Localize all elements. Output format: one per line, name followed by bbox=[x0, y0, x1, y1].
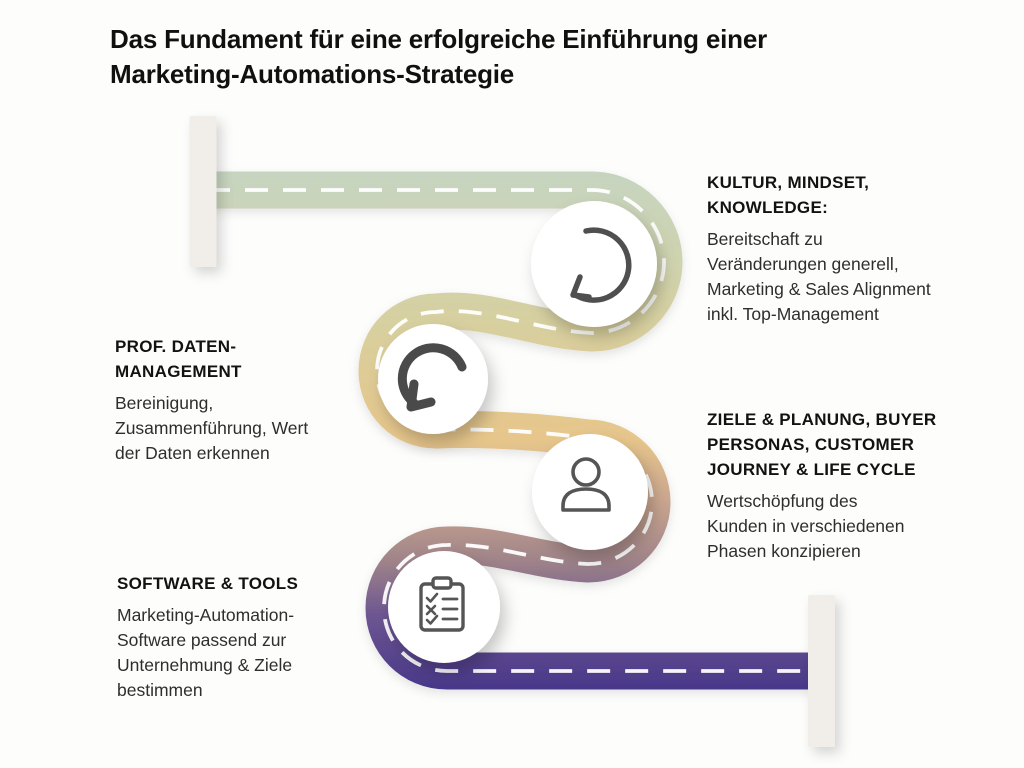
body-line: Zusammenführung, Wert bbox=[115, 418, 309, 438]
body-line: Kunden in verschiedenen bbox=[707, 516, 905, 536]
milestone-label-datenmanagement: PROF. DATEN- MANAGEMENT Bereinigung, Zus… bbox=[115, 334, 365, 466]
body-line: der Daten erkennen bbox=[115, 443, 270, 463]
heading-line: JOURNEY & LIFE CYCLE bbox=[707, 460, 916, 479]
page-title: Das Fundament für eine erfolgreiche Einf… bbox=[110, 22, 767, 92]
heading-line: PERSONAS, CUSTOMER bbox=[707, 435, 915, 454]
milestone-node-1 bbox=[531, 201, 657, 327]
milestone-heading: ZIELE & PLANUNG, BUYER PERSONAS, CUSTOME… bbox=[707, 407, 1007, 482]
body-line: Unternehmung & Ziele bbox=[117, 655, 293, 675]
body-line: Marketing-Automation- bbox=[117, 605, 295, 625]
heading-line: SOFTWARE & TOOLS bbox=[117, 574, 299, 593]
heading-line: ZIELE & PLANUNG, BUYER bbox=[707, 410, 937, 429]
milestone-node-4 bbox=[388, 551, 500, 663]
milestone-label-kultur: KULTUR, MINDSET, KNOWLEDGE: Bereitschaft… bbox=[707, 170, 1007, 327]
milestone-heading: PROF. DATEN- MANAGEMENT bbox=[115, 334, 365, 384]
checklist-icon bbox=[419, 576, 465, 632]
road-center-line bbox=[207, 188, 812, 673]
milestone-description: Wertschöpfung des Kunden in verschiedene… bbox=[707, 489, 1007, 564]
milestone-node-2 bbox=[378, 324, 488, 434]
body-line: Marketing & Sales Alignment bbox=[707, 279, 931, 299]
heading-line: PROF. DATEN- bbox=[115, 337, 237, 356]
u-turn-arrow-icon bbox=[570, 227, 632, 303]
body-line: Veränderungen generell, bbox=[707, 254, 899, 274]
page-title-line-2: Marketing-Automations-Strategie bbox=[110, 59, 515, 89]
heading-line: KNOWLEDGE: bbox=[707, 198, 829, 217]
end-marker bbox=[808, 595, 835, 747]
body-line: Bereitschaft zu bbox=[707, 229, 823, 249]
milestone-description: Bereitschaft zu Veränderungen generell, … bbox=[707, 227, 1007, 327]
start-marker bbox=[189, 116, 217, 267]
heading-line: KULTUR, MINDSET, bbox=[707, 173, 870, 192]
body-line: bestimmen bbox=[117, 680, 203, 700]
swoosh-arrow-icon bbox=[397, 343, 467, 412]
milestone-heading: SOFTWARE & TOOLS bbox=[117, 571, 387, 596]
heading-line: MANAGEMENT bbox=[115, 362, 242, 381]
body-line: Wertschöpfung des bbox=[707, 491, 858, 511]
milestone-node-3 bbox=[532, 434, 648, 550]
body-line: Bereinigung, bbox=[115, 393, 214, 413]
person-icon bbox=[561, 457, 611, 512]
body-line: Software passend zur bbox=[117, 630, 287, 650]
body-line: Phasen konzipieren bbox=[707, 541, 861, 561]
milestone-description: Marketing-Automation- Software passend z… bbox=[117, 603, 387, 703]
milestone-label-ziele-planung: ZIELE & PLANUNG, BUYER PERSONAS, CUSTOME… bbox=[707, 407, 1007, 564]
body-line: inkl. Top-Management bbox=[707, 304, 879, 324]
page-title-line-1: Das Fundament für eine erfolgreiche Einf… bbox=[110, 24, 768, 54]
milestone-label-software-tools: SOFTWARE & TOOLS Marketing-Automation- S… bbox=[117, 571, 387, 703]
milestone-heading: KULTUR, MINDSET, KNOWLEDGE: bbox=[707, 170, 1007, 220]
milestone-description: Bereinigung, Zusammenführung, Wert der D… bbox=[115, 391, 365, 466]
